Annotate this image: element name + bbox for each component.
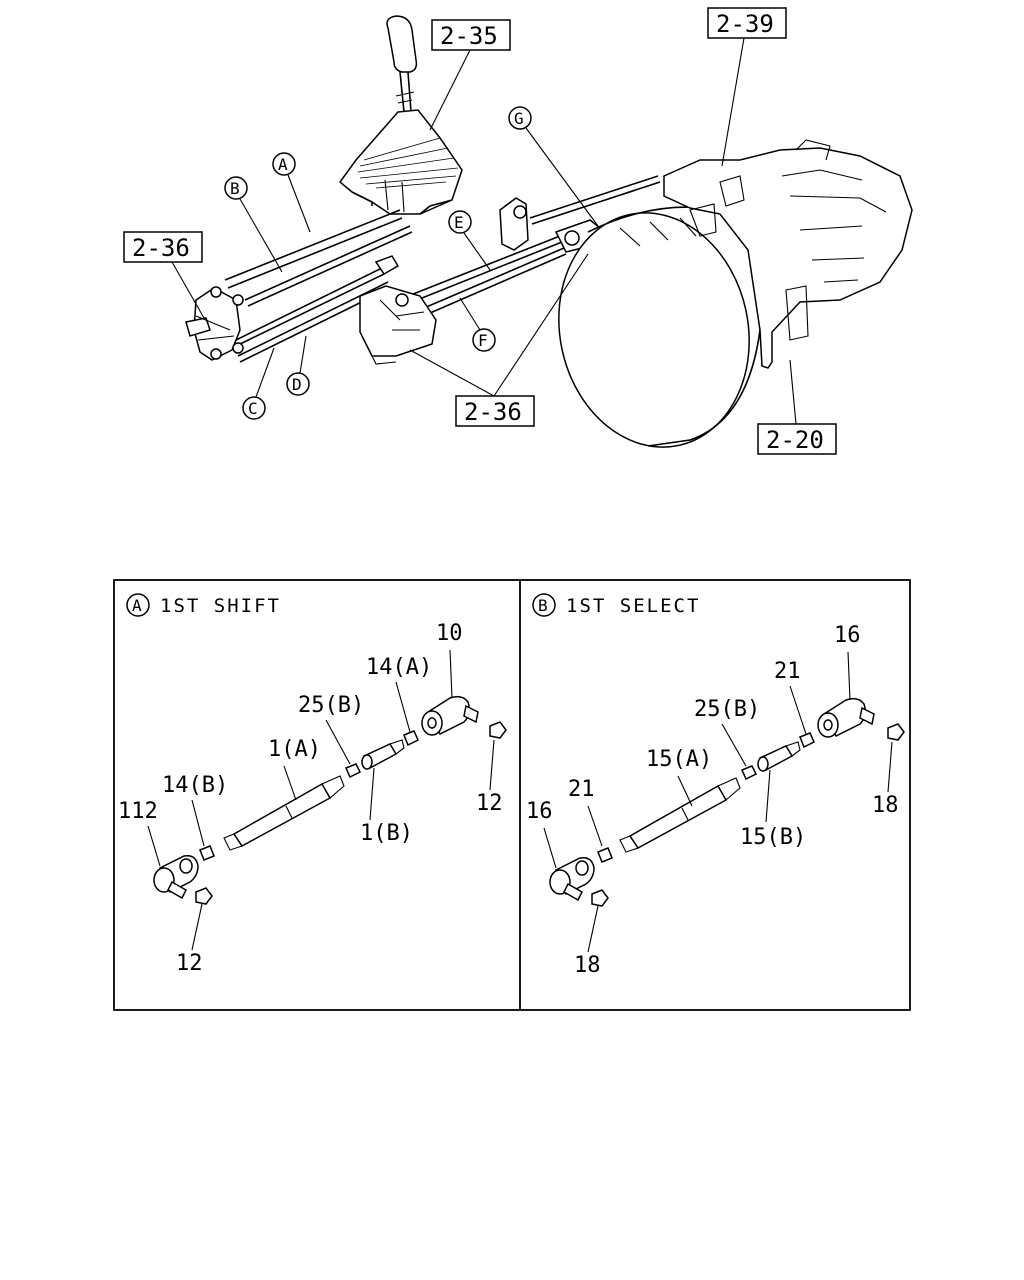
- label-18-right: 18: [872, 793, 899, 818]
- ball-joint-10: [421, 695, 479, 736]
- ref-box-2-20[interactable]: 2-20: [757, 423, 837, 455]
- panel-a-title: 1ST SHIFT: [160, 595, 281, 617]
- label-16-bottom: 16: [526, 799, 553, 824]
- ball-joint-16-bottom: [549, 856, 595, 902]
- detail-panels: [113, 579, 911, 1011]
- callout-g: G: [508, 106, 599, 227]
- label-112: 112: [118, 799, 158, 824]
- ball-joint-112: [153, 854, 199, 900]
- callout-f: F: [459, 297, 496, 352]
- label-15b: 15(B): [740, 825, 806, 850]
- callout-d-label: D: [292, 375, 302, 394]
- label-15a: 15(A): [646, 747, 712, 772]
- ref-box-2-36-center-label: 2-36: [464, 398, 522, 426]
- right-bracket: [499, 197, 601, 253]
- callout-c-label: C: [248, 399, 258, 418]
- nut-21-bottom: [597, 847, 613, 863]
- rod-adapter-1b: [361, 739, 405, 770]
- ref-box-2-39-label: 2-39: [716, 10, 774, 38]
- callout-d: D: [286, 335, 310, 396]
- callout-b: B: [224, 176, 283, 273]
- label-10: 10: [436, 621, 463, 646]
- nut-18-bottom: [591, 889, 609, 907]
- ref-box-2-35-label: 2-35: [440, 22, 498, 50]
- label-18-bottom: 18: [574, 953, 601, 978]
- label-25b: 25(B): [298, 693, 364, 718]
- ref-box-2-36-center[interactable]: 2-36: [455, 395, 535, 427]
- nut-18-right: [887, 723, 905, 741]
- label-1a: 1(A): [268, 737, 321, 762]
- callout-f-label: F: [478, 331, 488, 350]
- nut-12-bottom: [195, 887, 213, 905]
- nut-25b: [344, 763, 362, 779]
- label-14a: 14(A): [366, 655, 432, 680]
- panel-a-marker: A: [132, 596, 142, 615]
- ref-box-2-36-left[interactable]: 2-36: [123, 231, 203, 263]
- rod-adapter-15b: [757, 741, 801, 772]
- callout-a-label: A: [278, 155, 288, 174]
- label-16-top: 16: [834, 623, 861, 648]
- callout-c: C: [242, 347, 275, 420]
- callout-a: A: [272, 152, 311, 233]
- label-14b: 14(B): [162, 773, 228, 798]
- callout-e-label: E: [454, 213, 464, 232]
- label-1b: 1(B): [360, 821, 413, 846]
- nut-14b: [199, 845, 215, 861]
- overview-illustration: 2-35 2-39 2-36 2-36 2-20 A: [123, 7, 913, 455]
- transmission: [663, 139, 913, 369]
- ref-box-2-35[interactable]: 2-35: [431, 19, 511, 51]
- callout-b-label: B: [230, 179, 240, 198]
- shift-lever: [338, 15, 463, 215]
- label-21-top: 21: [774, 659, 801, 684]
- panel-b-title: 1ST SELECT: [566, 595, 700, 617]
- rod-15a: [619, 777, 741, 853]
- nut-25b-select: [740, 765, 758, 781]
- panel-b-marker: B: [538, 596, 548, 615]
- label-21-bottom: 21: [568, 777, 595, 802]
- panel-b-1st-select: B 1ST SELECT: [526, 593, 905, 978]
- ref-box-2-39[interactable]: 2-39: [707, 7, 787, 39]
- left-bracket: [185, 286, 244, 361]
- nut-12-right: [489, 721, 507, 739]
- callout-g-label: G: [514, 109, 524, 128]
- center-bracket: [359, 255, 437, 365]
- ref-box-2-36-left-label: 2-36: [132, 234, 190, 262]
- label-12-right: 12: [476, 791, 503, 816]
- callout-e: E: [448, 210, 491, 271]
- nut-14a: [403, 730, 419, 747]
- label-12-bottom: 12: [176, 951, 203, 976]
- panel-a-1st-shift: A 1ST SHIFT: [118, 593, 507, 976]
- nut-21-top: [799, 732, 815, 749]
- ball-joint-16-top: [817, 697, 875, 738]
- label-25b-select: 25(B): [694, 697, 760, 722]
- ref-box-2-20-label: 2-20: [766, 426, 824, 454]
- rod-1a: [223, 775, 345, 851]
